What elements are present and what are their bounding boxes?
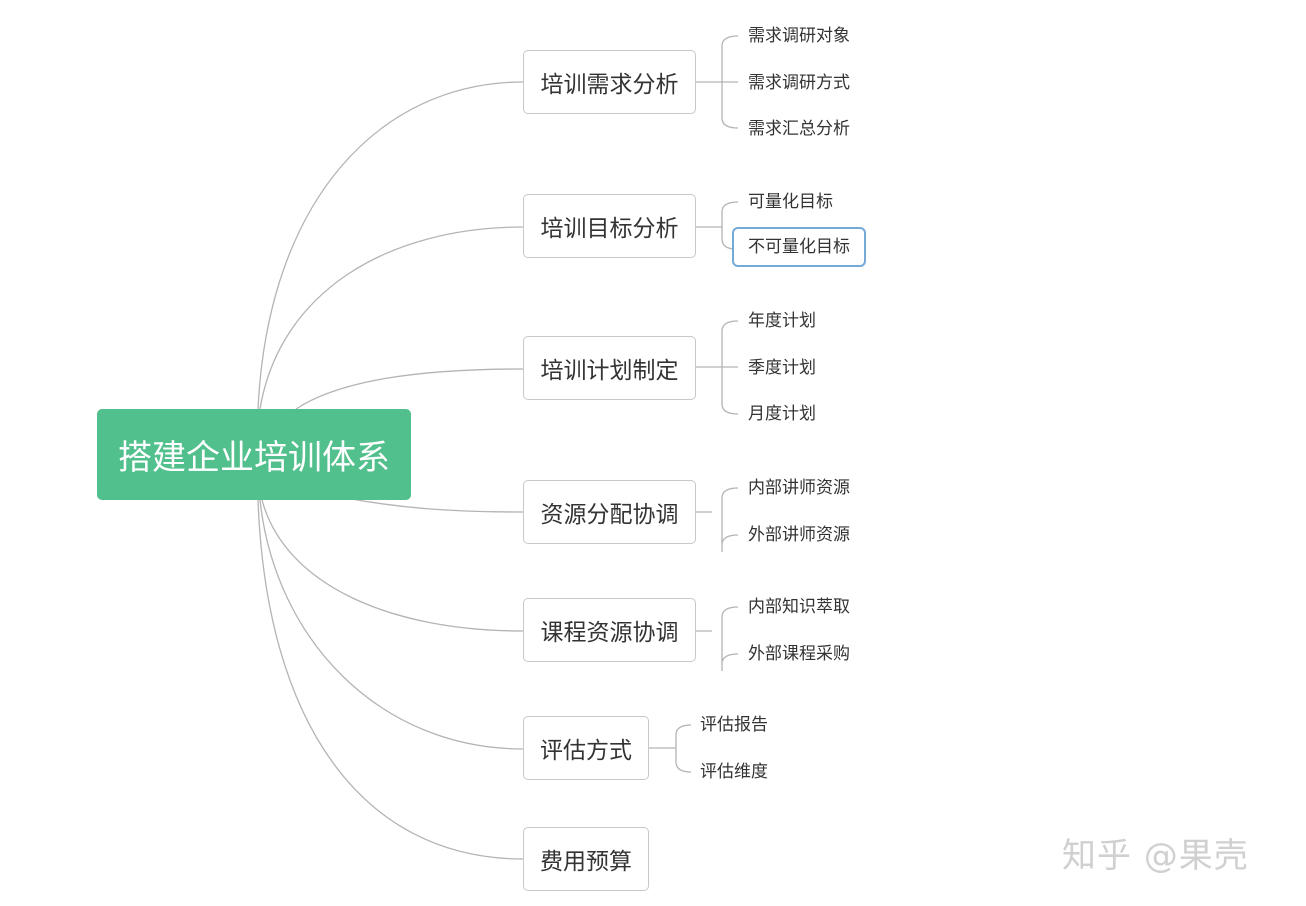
leaf-node[interactable]: 内部讲师资源: [748, 478, 850, 498]
leaf-node[interactable]: 年度计划: [748, 311, 816, 331]
branch-2-bracket: [696, 201, 739, 250]
leaf-node[interactable]: 内部知识萃取: [748, 597, 850, 617]
branch-node-course-resources[interactable]: 课程资源协调: [523, 598, 696, 662]
leaf-node[interactable]: 需求调研对象: [748, 26, 850, 46]
root-to-branch-3-line: [295, 368, 524, 410]
branch-6-bracket: [649, 724, 692, 773]
branch-node-goal-analysis[interactable]: 培训目标分析: [523, 194, 696, 258]
leaf-node[interactable]: 需求汇总分析: [748, 119, 850, 139]
leaf-node[interactable]: 季度计划: [748, 358, 816, 378]
leaf-node[interactable]: 月度计划: [748, 404, 816, 424]
leaf-node[interactable]: 需求调研方式: [748, 73, 850, 93]
root-to-branch-7-line: [257, 499, 524, 860]
root-node[interactable]: 搭建企业培训体系: [97, 409, 411, 500]
leaf-node[interactable]: 评估维度: [700, 762, 768, 782]
branch-node-needs-analysis[interactable]: 培训需求分析: [523, 50, 696, 114]
branch-node-resource-allocation[interactable]: 资源分配协调: [523, 480, 696, 544]
watermark: 知乎 @果壳: [1062, 836, 1249, 876]
branch-5-bracket: [696, 606, 739, 671]
leaf-node-selected[interactable]: 不可量化目标: [732, 227, 866, 267]
root-to-branch-1-line: [257, 81, 524, 410]
branch-node-evaluation-method[interactable]: 评估方式: [523, 716, 649, 780]
branch-3-bracket: [696, 320, 739, 415]
branch-1-bracket: [696, 35, 739, 129]
root-to-branch-2-line: [259, 226, 524, 410]
leaf-node[interactable]: 评估报告: [700, 715, 768, 735]
branch-4-bracket: [696, 487, 739, 552]
root-to-branch-6-line: [259, 499, 524, 750]
leaf-node[interactable]: 可量化目标: [748, 192, 833, 212]
leaf-node[interactable]: 外部讲师资源: [748, 525, 850, 545]
root-to-branch-4-line: [345, 497, 524, 513]
branch-node-budget[interactable]: 费用预算: [523, 827, 649, 891]
leaf-node[interactable]: 外部课程采购: [748, 644, 850, 664]
root-to-branch-5-line: [261, 499, 524, 632]
branch-node-plan-making[interactable]: 培训计划制定: [523, 336, 696, 400]
